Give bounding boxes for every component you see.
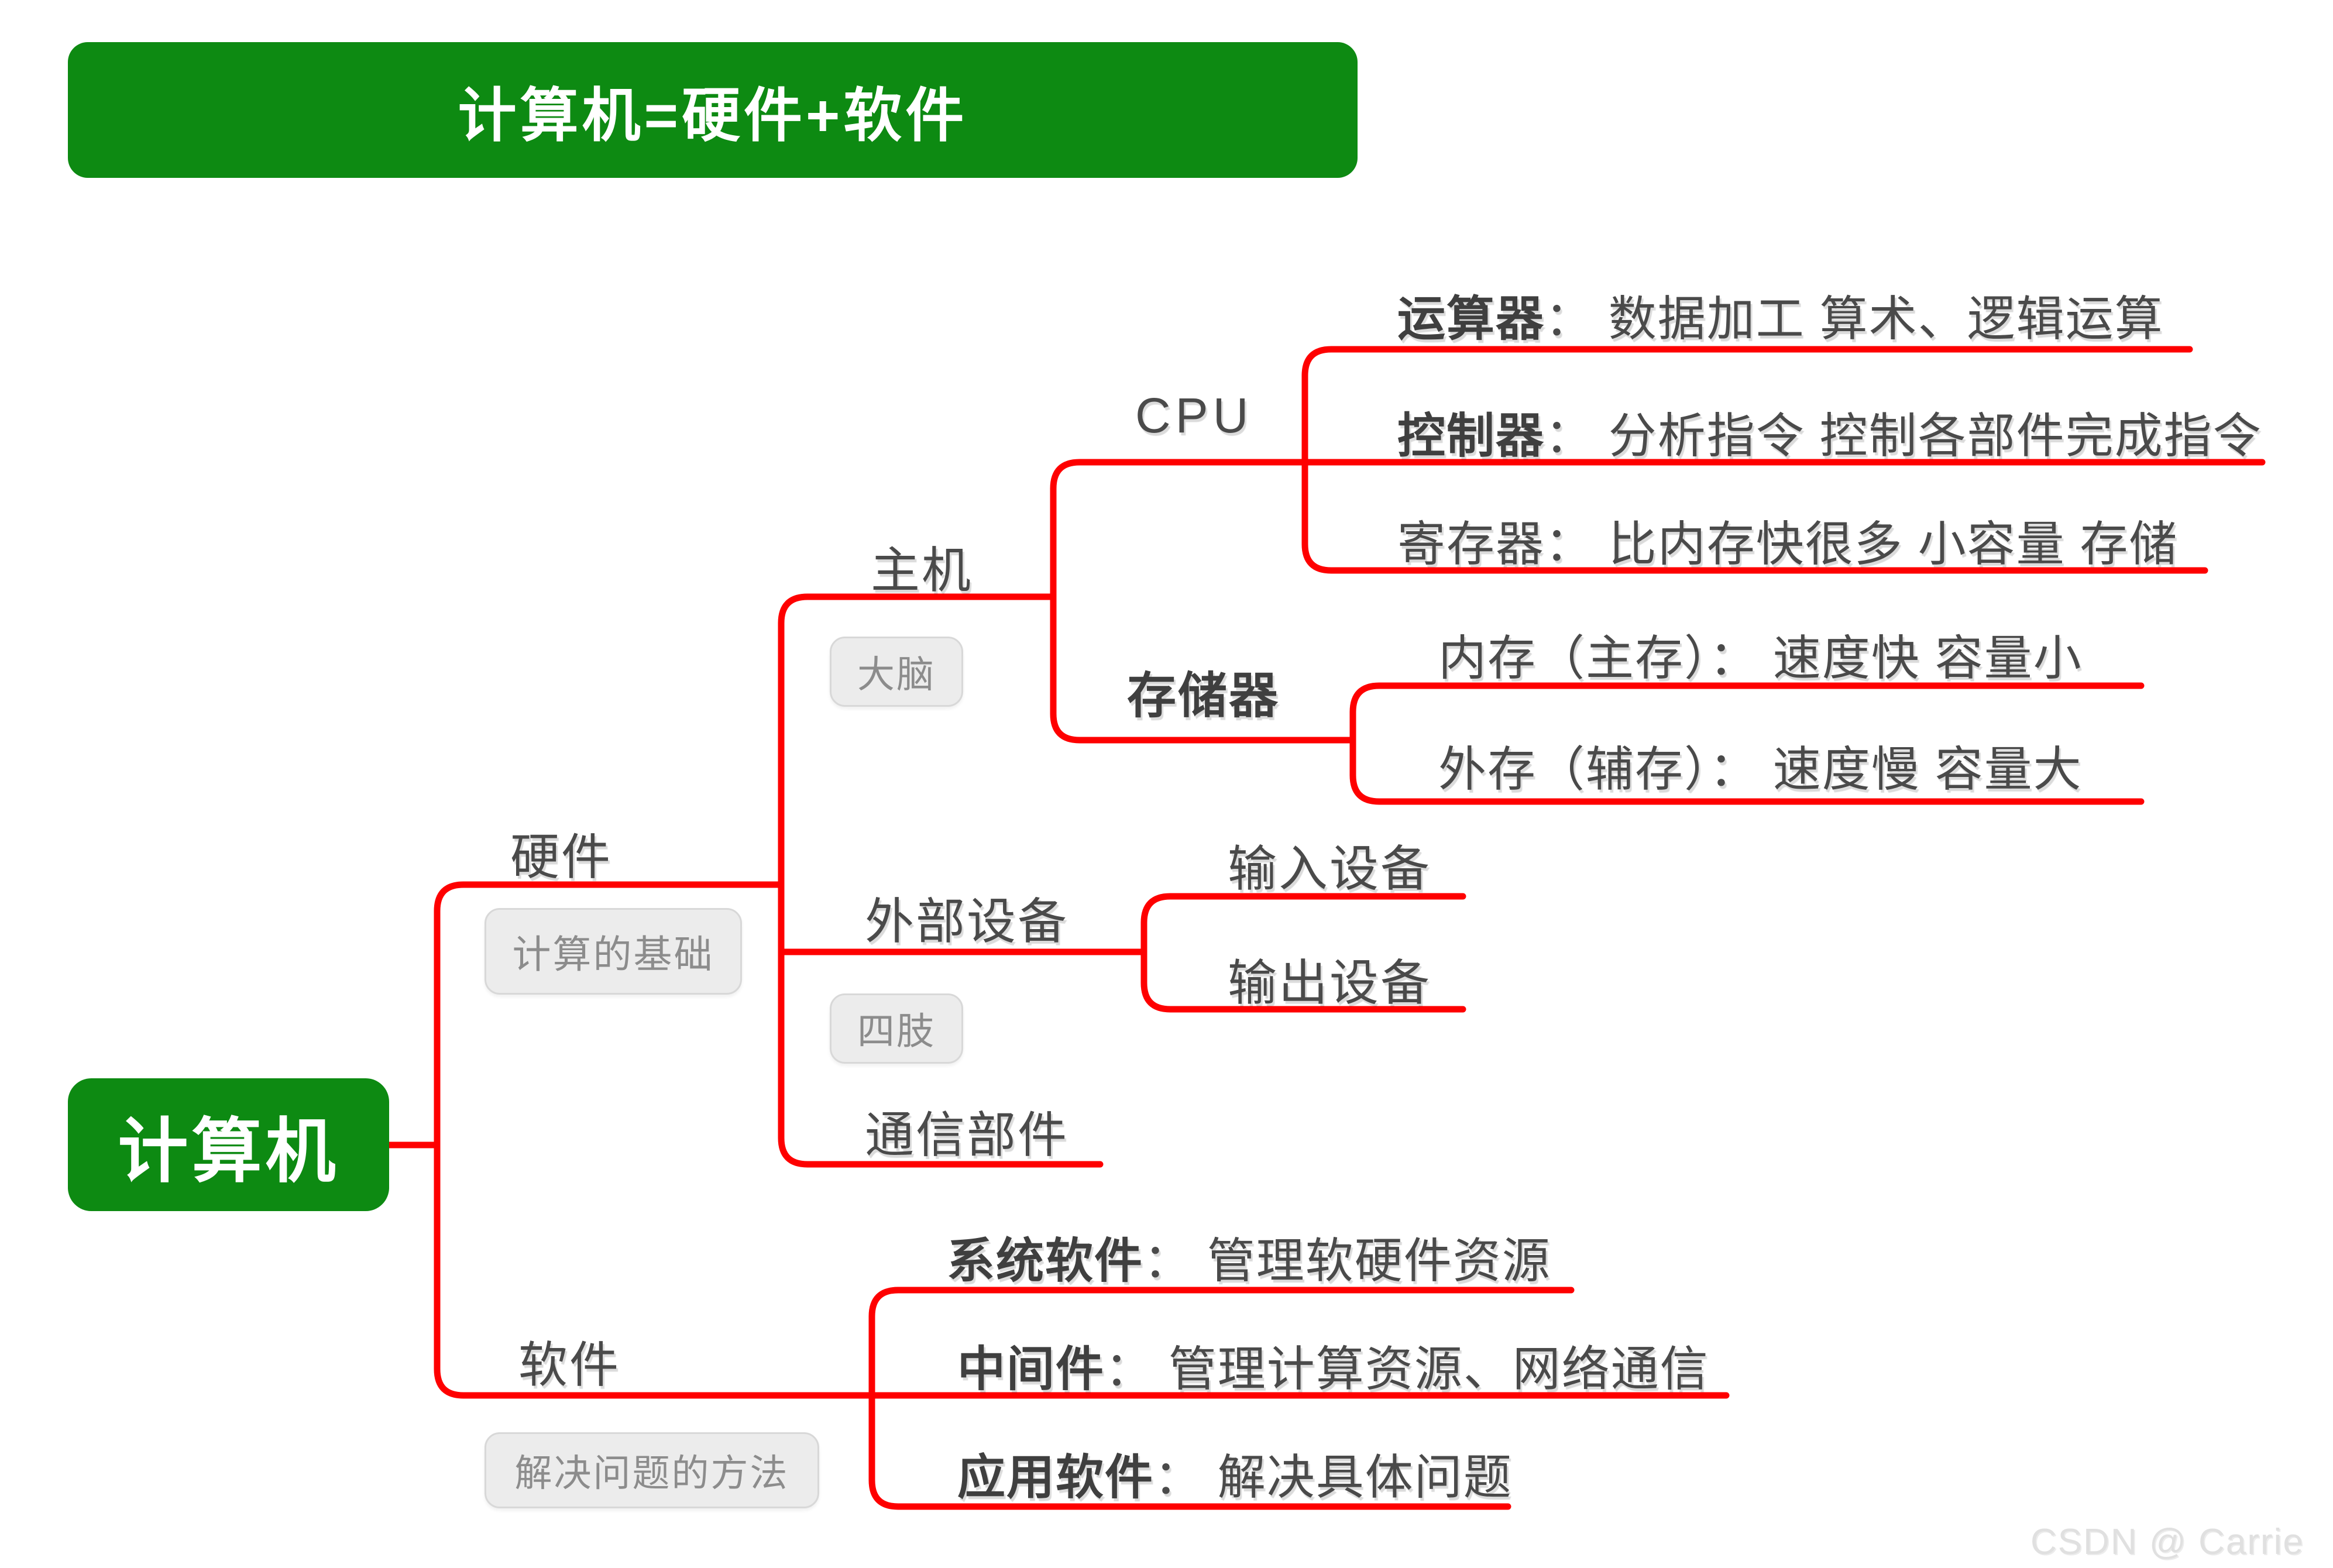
node-label-cpu: CPU [1135,388,1253,443]
system-software-desc: ： 管理软硬件资源 [1143,1235,1551,1288]
alu-term: 运算器 [1397,293,1545,346]
link-memory-children-bracket [1349,682,2145,805]
node-label-output-device: 输出设备 [1228,955,1432,1010]
node-label-memory: 存储器 [1127,668,1280,723]
note-callout-software-method: 解决问题的方法 [485,1432,819,1508]
link-software-children-bracket [868,1287,1575,1510]
node-detail-register: 寄存器： 比内存快很多 小容量 存储 [1397,505,2178,575]
node-label-communication: 通信部件 [865,1108,1069,1163]
alu-desc: ： 数据加工 算术、逻辑运算 [1545,293,2164,346]
cu-term: 控制器 [1397,410,1545,463]
link-hardware-children-bracket [778,593,1104,1168]
note-callout-limbs: 四肢 [830,993,963,1064]
note-callout-hardware-basis: 计算的基础 [485,908,742,995]
link-cpu-children-bracket [1301,346,2208,574]
csdn-watermark: CSDN @ Carrie [2030,1522,2304,1562]
register-desc: ： 比内存快很多 小容量 存储 [1545,518,2179,571]
title-banner-text: 计算机=硬件+软件 [458,82,968,149]
system-software-term: 系统软件 [947,1235,1144,1288]
note-callout-brain: 大脑 [830,637,963,707]
register-term: 寄存器 [1397,518,1545,571]
link-io-bracket [1140,893,1466,1013]
node-detail-middleware: 中间件： 管理计算资源、网络通信 [957,1330,1709,1399]
root-node-computer: 计算机 [68,1078,389,1211]
node-detail-application-software: 应用软件： 解决具体问题 [957,1438,1513,1508]
branch-label-hardware: 硬件 [510,830,613,885]
cu-desc: ： 分析指令 控制各部件完成指令 [1545,410,2262,463]
link-hardware-software-bracket [434,881,1730,1399]
title-banner: 计算机=硬件+软件 [68,42,1358,178]
node-detail-system-software: 系统软件： 管理软硬件资源 [947,1222,1551,1291]
middleware-term: 中间件 [957,1343,1105,1396]
application-software-desc: ： 解决具体问题 [1154,1451,1513,1504]
application-software-term: 应用软件 [957,1451,1155,1504]
node-detail-internal-memory: 内存（主存）： 速度快 容量小 [1438,632,2083,685]
root-node-text: 计算机 [118,1112,339,1191]
node-label-peripheral: 外部设备 [865,894,1069,949]
middleware-desc: ： 管理计算资源、网络通信 [1105,1343,1709,1396]
link-host-children-bracket [1050,459,2266,744]
node-label-host: 主机 [871,543,973,598]
branch-label-software: 软件 [518,1337,621,1392]
node-detail-external-storage: 外存（辅存）： 速度慢 容量大 [1438,743,2083,796]
node-detail-alu: 运算器： 数据加工 算术、逻辑运算 [1397,280,2164,349]
node-label-input-device: 输入设备 [1228,841,1432,896]
node-detail-control-unit: 控制器： 分析指令 控制各部件完成指令 [1397,397,2262,466]
